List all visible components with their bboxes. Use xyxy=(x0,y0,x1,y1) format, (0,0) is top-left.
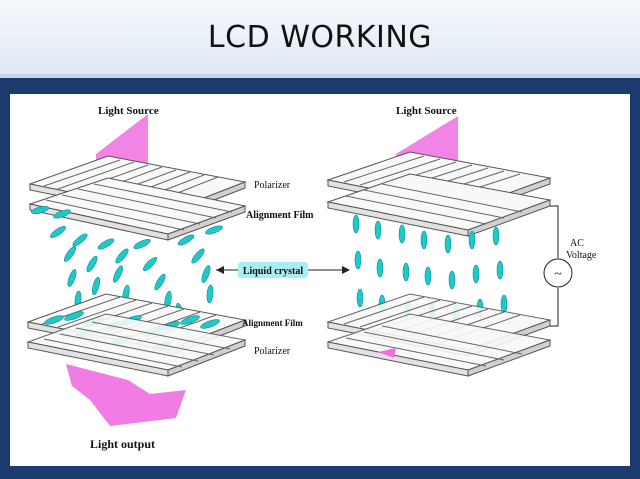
light-source-label-right: Light Source xyxy=(396,105,457,117)
title-bar: LCD WORKING xyxy=(0,0,640,78)
ac-label: AC xyxy=(570,238,584,249)
page-title: LCD WORKING xyxy=(207,20,433,55)
ac-source-symbol: ~ xyxy=(554,267,562,282)
lcd-diagram: ~ AC Voltage Liquid crystal Light Source… xyxy=(26,105,597,451)
diagram-panel: ~ AC Voltage Liquid crystal Light Source… xyxy=(10,94,630,466)
alignment-film-label-top: Alignment Film xyxy=(246,210,314,221)
light-output-label: Light output xyxy=(90,437,155,451)
polarizer-label-bottom: Polarizer xyxy=(254,346,291,357)
polarizer-label-top: Polarizer xyxy=(254,180,291,191)
bottom-polarizer-left xyxy=(26,313,247,377)
liquid-crystal-label: Liquid crystal xyxy=(243,266,304,277)
liquid-crystals-twisted xyxy=(30,205,223,325)
blocked-light-mark xyxy=(378,348,396,358)
top-alignment-film-right xyxy=(326,173,552,237)
voltage-label: Voltage xyxy=(566,250,597,261)
bottom-polarizer-right xyxy=(326,313,552,377)
alignment-film-label-bottom: Alignment Film xyxy=(242,318,303,328)
ac-voltage-circuit xyxy=(543,205,573,327)
light-source-label-left: Light Source xyxy=(98,105,159,117)
liquid-crystal-callout xyxy=(216,262,350,278)
top-alignment-film-left xyxy=(28,177,247,241)
light-output-arrow xyxy=(66,364,186,426)
